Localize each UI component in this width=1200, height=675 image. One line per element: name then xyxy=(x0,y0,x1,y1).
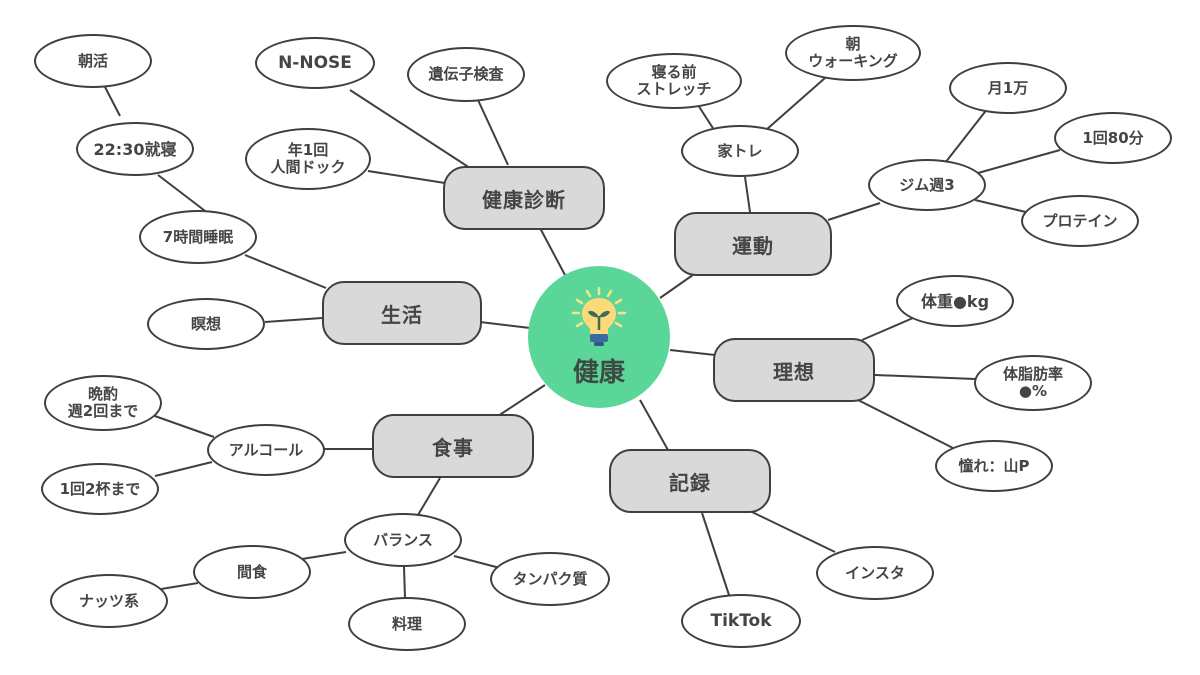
central-topic-health[interactable]: 健康 xyxy=(528,266,670,408)
topic-shokuji[interactable]: 食事 xyxy=(372,414,534,478)
leaf-tanpakushitsu[interactable]: タンパク質 xyxy=(490,552,610,606)
leaf-2230-shuushin[interactable]: 22:30就寝 xyxy=(76,122,194,176)
topic-kiroku[interactable]: 記録 xyxy=(609,449,771,513)
leaf-balance[interactable]: バランス xyxy=(344,513,462,567)
leaf-banshaku[interactable]: 晩酌 週2回まで xyxy=(44,375,162,431)
topic-undou[interactable]: 運動 xyxy=(674,212,832,276)
leaf-nihai-made[interactable]: 1回2杯まで xyxy=(41,463,159,515)
leaf-alcohol[interactable]: アルコール xyxy=(207,424,325,476)
leaf-tsuki-ichiman[interactable]: 月1万 xyxy=(949,62,1067,114)
leaf-ningen-dock[interactable]: 年1回 人間ドック xyxy=(245,128,371,190)
leaf-taishibouritsu[interactable]: 体脂肪率 ●% xyxy=(974,355,1092,411)
leaf-stretch[interactable]: 寝る前 ストレッチ xyxy=(606,53,742,109)
leaf-n-nose[interactable]: N-NOSE xyxy=(255,37,375,89)
leaf-gym-shuu3[interactable]: ジム週3 xyxy=(868,159,986,211)
leaf-kanshoku[interactable]: 間食 xyxy=(193,545,311,599)
leaf-ikkai-80pun[interactable]: 1回80分 xyxy=(1054,112,1172,164)
leaf-ietore[interactable]: 家トレ xyxy=(681,125,799,177)
leaf-nuts[interactable]: ナッツ系 xyxy=(50,574,168,628)
lightbulb-sprout-icon xyxy=(571,286,627,346)
leaf-asakatsu[interactable]: 朝活 xyxy=(34,34,152,88)
leaf-taijuu[interactable]: 体重●kg xyxy=(896,275,1014,327)
leaf-protein[interactable]: プロテイン xyxy=(1021,195,1139,247)
leaf-akogare[interactable]: 憧れ：山P xyxy=(935,440,1053,492)
topic-risou[interactable]: 理想 xyxy=(713,338,875,402)
topic-seikatsu[interactable]: 生活 xyxy=(322,281,482,345)
leaf-ryouri[interactable]: 料理 xyxy=(348,597,466,651)
leaf-7jikan-suimin[interactable]: 7時間睡眠 xyxy=(139,210,257,264)
leaf-idenshi-kensa[interactable]: 遺伝子検査 xyxy=(407,47,525,102)
leaf-insta[interactable]: インスタ xyxy=(816,546,934,600)
central-topic-label: 健康 xyxy=(572,357,625,388)
leaf-meisou[interactable]: 瞑想 xyxy=(147,298,265,350)
leaf-asa-walking[interactable]: 朝 ウォーキング xyxy=(785,25,921,81)
topic-kenkoushindan[interactable]: 健康診断 xyxy=(443,166,605,230)
leaf-tiktok[interactable]: TikTok xyxy=(681,594,801,648)
